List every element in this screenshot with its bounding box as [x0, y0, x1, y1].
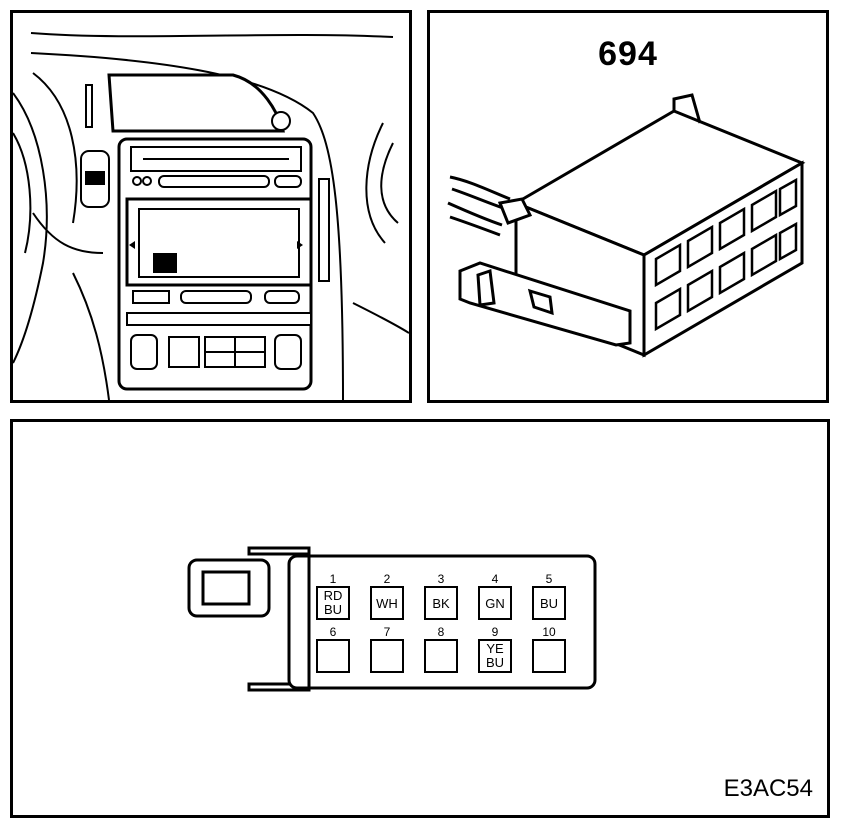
- wire-color-label: WH: [376, 596, 398, 611]
- pin-number-label: 4: [492, 572, 499, 586]
- pin-number-label: 9: [492, 625, 499, 639]
- pin-3: 3BK: [424, 572, 458, 620]
- pin-number-label: 8: [438, 625, 445, 639]
- pin-number-label: 3: [438, 572, 445, 586]
- pin-10: 10: [532, 625, 566, 673]
- pin-number-label: 7: [384, 625, 391, 639]
- pin-number-label: 6: [330, 625, 337, 639]
- pin-number-label: 10: [542, 625, 556, 639]
- pin-cavity: [424, 586, 458, 620]
- pin-number-label: 5: [546, 572, 553, 586]
- pin-cavity: [370, 639, 404, 673]
- pin-5: 5BU: [532, 572, 566, 620]
- pin-6: 6: [316, 625, 350, 673]
- pin-number-label: 1: [330, 572, 337, 586]
- pin-2: 2WH: [370, 572, 404, 620]
- connector-drawing: [447, 93, 806, 358]
- pin-7: 7: [370, 625, 404, 673]
- component-number: 694: [598, 35, 658, 73]
- wire-color-label: BU: [540, 596, 558, 611]
- wire-color-label: BK: [432, 596, 450, 611]
- figure-code: E3AC54: [723, 775, 813, 802]
- pin-cavity: [478, 639, 512, 673]
- wire-color-label: GN: [485, 596, 505, 611]
- connector-view-panel: 694: [427, 10, 829, 403]
- pin-number-label: 2: [384, 572, 391, 586]
- wire-color-label: BU: [324, 602, 342, 617]
- dashboard-location-panel: [10, 10, 412, 403]
- pin-cavity: [478, 586, 512, 620]
- pin-cavity: [424, 639, 458, 673]
- wire-color-label: RD: [324, 588, 343, 603]
- pin-4: 4GN: [478, 572, 512, 620]
- pin-cavity: [316, 586, 350, 620]
- dashboard-drawing: [13, 32, 409, 400]
- pin-cavity: [370, 586, 404, 620]
- pin-cavity: [532, 639, 566, 673]
- pin-cavity: [532, 586, 566, 620]
- pin-cavity: [316, 639, 350, 673]
- pin-8: 8: [424, 625, 458, 673]
- wire-color-label: YE: [486, 641, 504, 656]
- wire-color-label: BU: [486, 655, 504, 670]
